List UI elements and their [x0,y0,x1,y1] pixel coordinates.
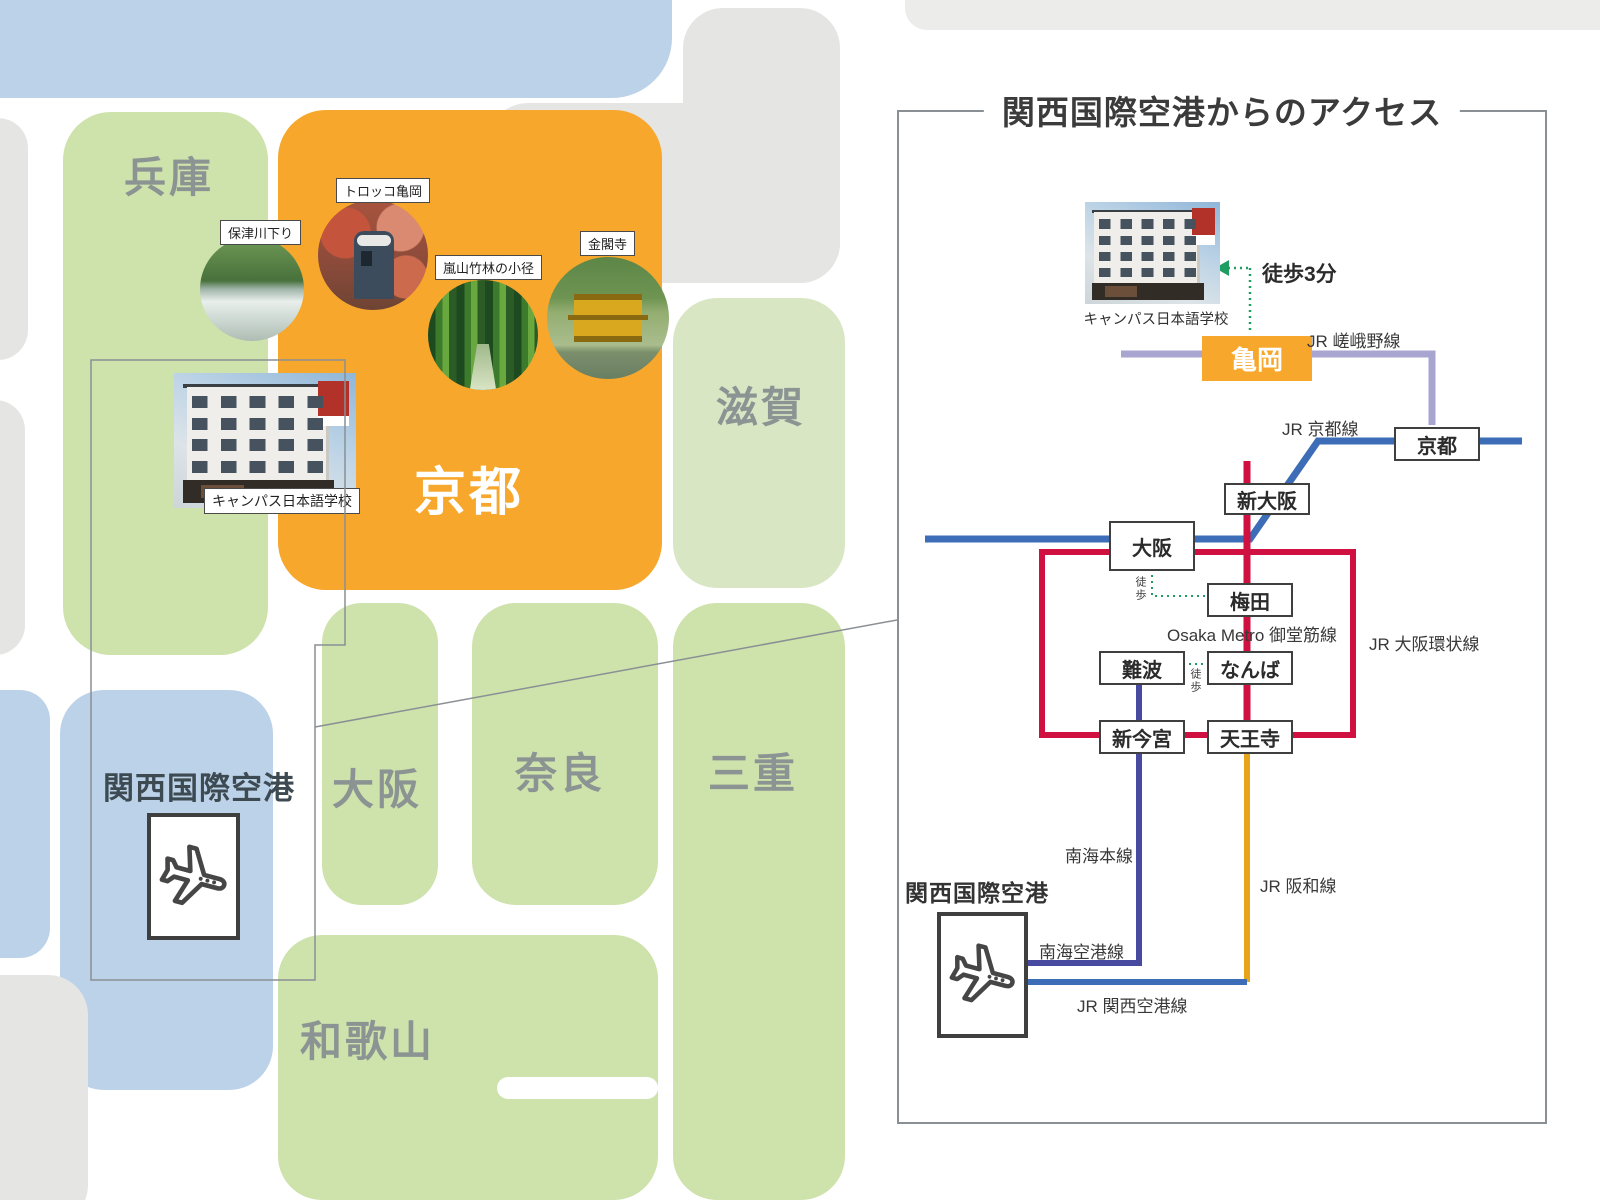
station-umeda: 梅田 [1207,583,1293,617]
station-kyoto: 京都 [1394,427,1480,461]
walk-3min-label: 徒歩3分 [1262,263,1337,286]
map-region-sliver-blue [0,690,50,958]
label-midosuji: Osaka Metro 御堂筋線 [1166,626,1338,645]
map-school-caption: キャンパス日本語学校 [204,488,360,514]
map-region-mie [673,603,845,1200]
label-jr-sagano: JR 嵯峨野線 [1307,332,1401,351]
panel-airport-plane-box [937,912,1028,1038]
map-region-sea-top [0,0,672,98]
photo-tag-torokko: トロッコ亀岡 [336,178,431,203]
map-label-mie: 三重 [708,750,799,797]
map-label-osaka: 大阪 [332,766,423,813]
airplane-icon [949,943,1015,1003]
map-region-sliver-gray-2 [0,400,25,655]
label-jr-hanwa: JR 阪和線 [1260,877,1337,896]
map-label-nara: 奈良 [515,750,606,797]
airplane-icon [159,843,227,905]
photo-tag-arashiyama: 嵐山竹林の小径 [435,255,543,280]
map-region-wakayama-slit [497,1077,658,1099]
panel-airport-label: 関西国際空港 [905,880,1049,906]
label-jr-kyoto: JR 京都線 [1282,420,1359,439]
photo-arashiyama-bamboo [428,280,538,390]
panel-school-caption: キャンパス日本語学校 [1083,312,1229,328]
walk-label-osaka-umeda: 徒歩 [1134,576,1146,602]
photo-tag-hozugawa: 保津川下り [220,220,302,245]
map-label-wakayama: 和歌山 [300,1018,436,1065]
panel-title: 関西国際空港からのアクセス [983,86,1461,134]
label-jr-loop: JR 大阪環状線 [1369,635,1480,654]
map-label-kyoto: 京都 [414,464,525,522]
station-tennoji: 天王寺 [1207,720,1293,754]
station-shin-osaka: 新大阪 [1224,483,1310,515]
map-region-osaka [322,603,438,905]
map-label-shiga: 滋賀 [716,384,807,431]
map-region-shiga [673,298,845,588]
map-airport-plane-box [147,813,240,940]
panel-school-photo [1085,202,1220,304]
station-osaka: 大阪 [1109,521,1195,571]
map-label-hyogo: 兵庫 [124,154,215,201]
map-region-sliver-gray-3 [0,975,88,1200]
map-label-kansai-airport: 関西国際空港 [103,771,295,806]
label-nankai-airport: 南海空港線 [1039,943,1124,962]
photo-kinkakuji [547,257,669,379]
label-jr-kansai-airport: JR 関西空港線 [1077,997,1188,1016]
station-namba-nankai: 難波 [1099,651,1185,685]
map-region-sliver-gray-1 [0,118,28,360]
label-nankai-main: 南海本線 [1065,847,1133,866]
photo-tag-kinkakuji: 金閣寺 [580,231,636,256]
station-namba-metro: なんば [1207,651,1293,685]
access-panel: 関西国際空港からのアクセス [897,86,1547,1124]
photo-hozugawa [200,237,304,341]
map-region-gray-topright-band [905,0,1600,30]
photo-torokko-kameoka [318,200,428,310]
walk-label-namba: 徒歩 [1189,668,1201,694]
station-shin-imamiya: 新今宮 [1099,720,1185,754]
station-kameoka: 亀岡 [1202,336,1312,381]
